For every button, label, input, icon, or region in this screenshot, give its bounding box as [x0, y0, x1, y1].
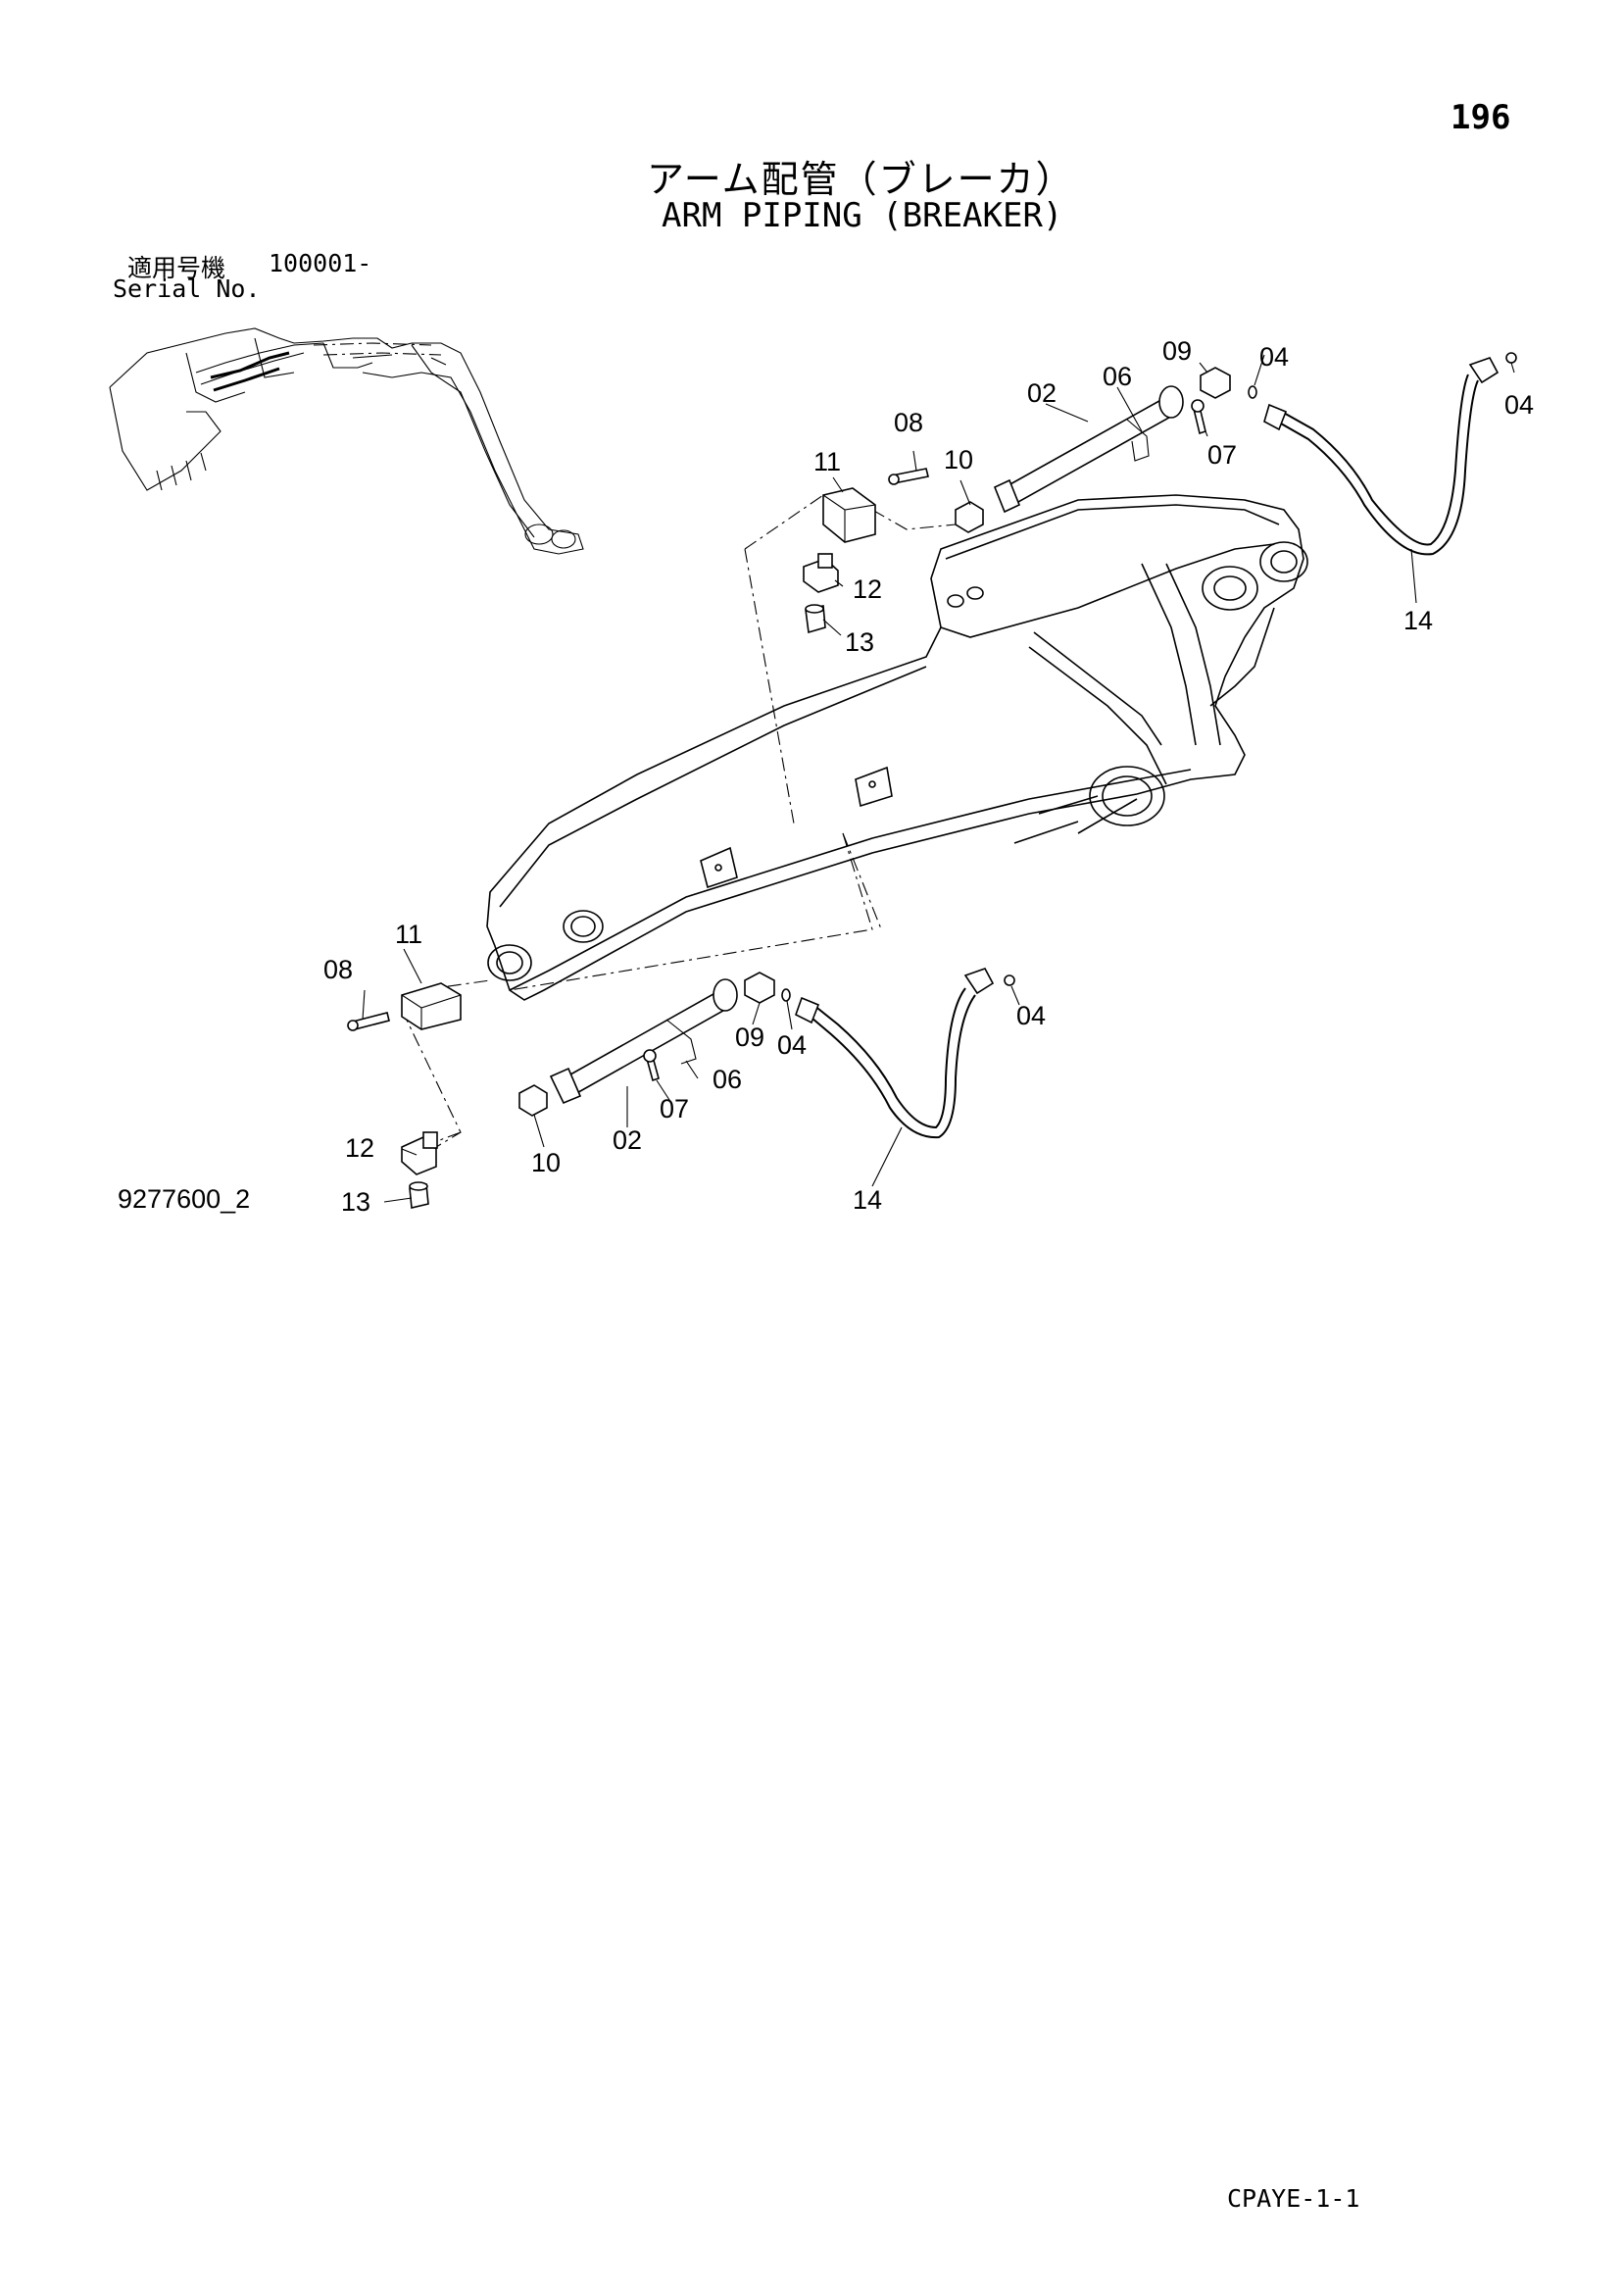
callout-lower-06: 06 [713, 1065, 742, 1094]
callout-lower-09: 09 [735, 1023, 764, 1052]
callout-lower-12: 12 [345, 1133, 374, 1163]
callout-upper-12: 12 [853, 574, 882, 604]
callout-upper-08: 08 [894, 408, 923, 437]
leader-lines [362, 354, 1515, 1203]
callout-upper-04b: 04 [1504, 390, 1534, 420]
callout-lower-14: 14 [853, 1185, 882, 1215]
callout-lower-10: 10 [531, 1148, 561, 1177]
callout-lower-13: 13 [341, 1187, 370, 1217]
upper-piping-group [509, 352, 1517, 991]
locator-thumbnail [109, 327, 584, 555]
callout-upper-10: 10 [944, 445, 973, 474]
callout-lower-08: 08 [323, 955, 353, 984]
page-title-japanese: アーム配管（ブレーカ） [647, 158, 1075, 201]
page-title-english: ARM PIPING (BREAKER) [662, 196, 1063, 235]
callout-lower-04a: 04 [777, 1030, 807, 1060]
figure-id: 9277600_2 [118, 1184, 251, 1214]
callout-lower-11: 11 [395, 920, 422, 949]
page-number: 196 [1451, 98, 1511, 137]
callout-numbers: 11 08 10 12 13 02 06 09 04 04 07 14 11 0… [323, 336, 1534, 1217]
callout-lower-02: 02 [613, 1125, 642, 1155]
serial-number-value: 100001- [269, 249, 372, 277]
callout-upper-11: 11 [813, 447, 841, 476]
callout-lower-04b: 04 [1016, 1001, 1046, 1030]
lower-piping-group [347, 832, 1015, 1209]
callout-upper-04a: 04 [1259, 342, 1289, 372]
serial-label-japanese: 適用号機 [127, 254, 226, 282]
callout-upper-09: 09 [1162, 336, 1192, 366]
serial-label-english: Serial No. [113, 275, 261, 303]
callout-upper-13: 13 [845, 627, 874, 657]
callout-upper-07: 07 [1207, 440, 1237, 470]
arm-structure [486, 494, 1308, 1001]
callout-upper-14: 14 [1403, 606, 1433, 635]
callout-upper-02: 02 [1027, 378, 1057, 408]
page-code: CPAYE-1-1 [1227, 2184, 1360, 2213]
callout-upper-06: 06 [1103, 362, 1132, 391]
callout-lower-07: 07 [660, 1094, 689, 1123]
